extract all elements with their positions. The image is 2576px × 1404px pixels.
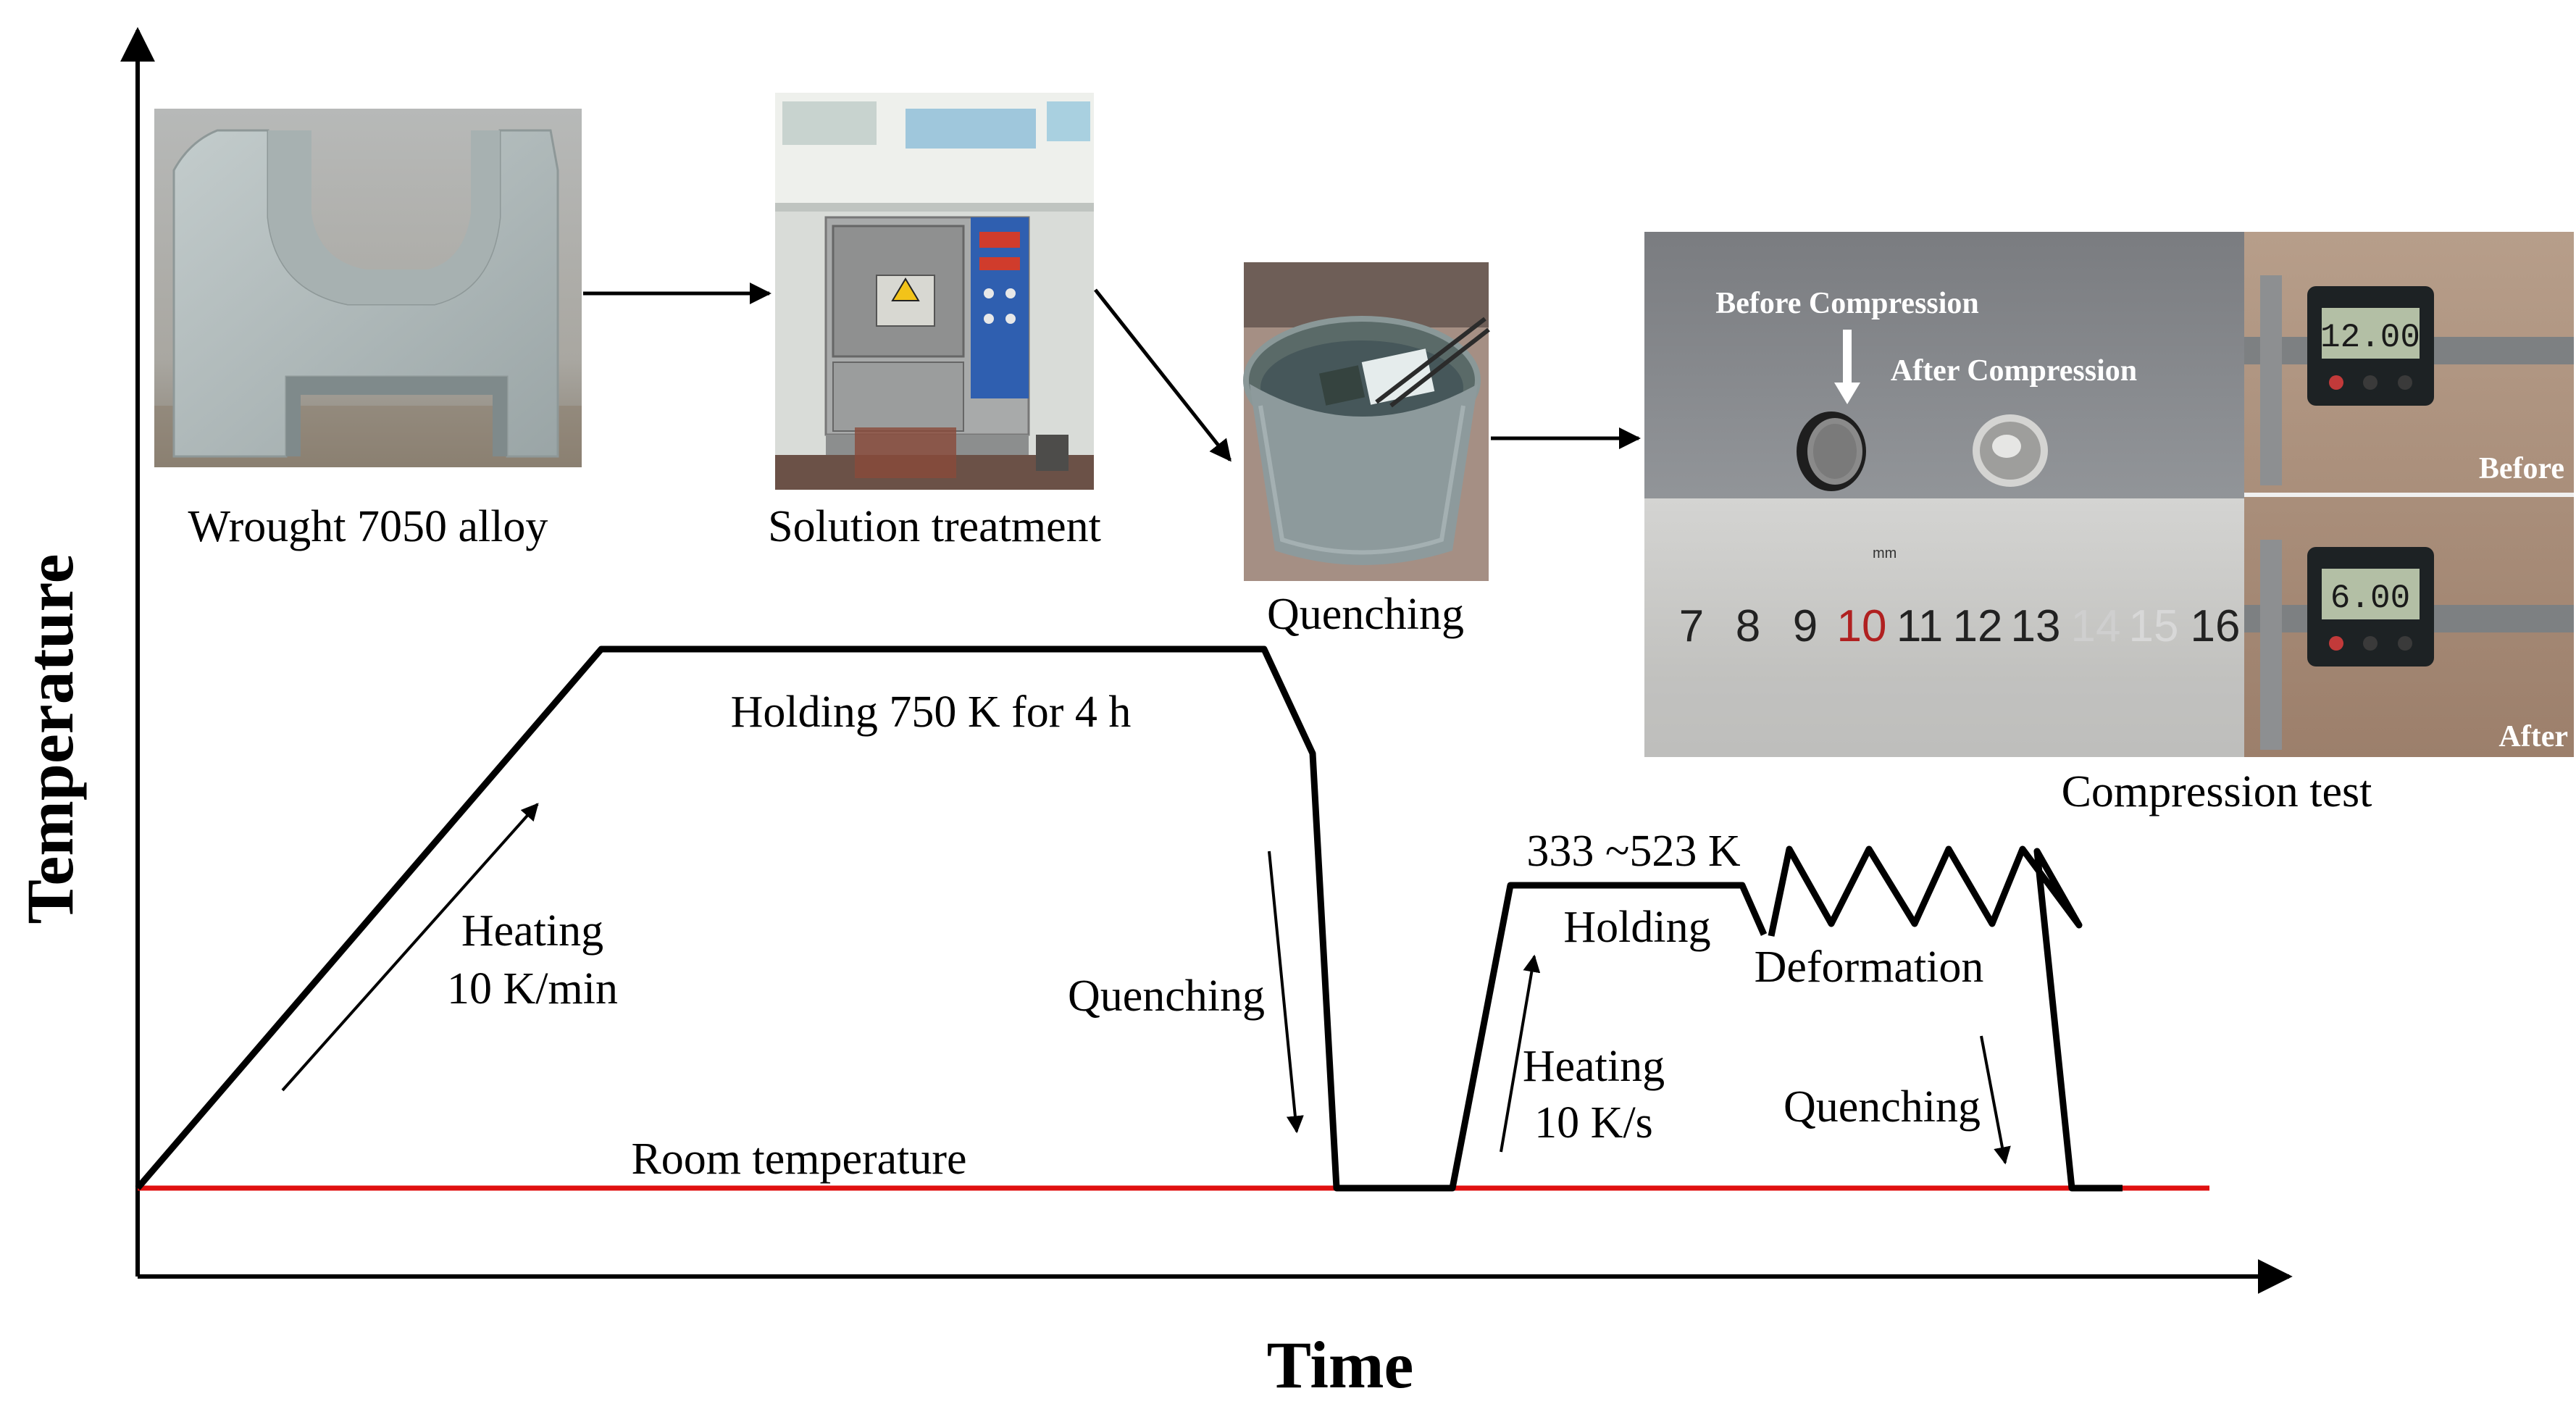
caliper-after: 6.00 After (2244, 540, 2574, 753)
heating-label-1: Heating (461, 906, 603, 956)
heating-label-2: Heating (1523, 1042, 1665, 1091)
photo-compression-test: Before Compression After Compression mm … (1644, 232, 2574, 816)
quenching-label-1: Quenching (1068, 971, 1265, 1021)
ruler-number: 14 (2071, 601, 2121, 651)
ruler-number: 9 (1793, 601, 1818, 651)
quench-caption: Quenching (1267, 590, 1464, 639)
ruler-number: 10 (1837, 601, 1887, 651)
compression-caption: Compression test (2062, 767, 2372, 816)
final-quench-line (1981, 852, 2036, 1188)
process-arrows (281, 803, 2011, 1165)
caliper-before: 12.00 Before (2244, 275, 2574, 485)
ruler-numbers: 7 8 9 10 11 12 13 14 15 16 (1679, 601, 2241, 651)
deformation-label: Deformation (1755, 943, 1984, 992)
quenching-arrow-2 (1980, 1035, 2011, 1165)
ruler-number: 15 (2129, 601, 2179, 651)
solution-treatment-profile (135, 645, 1768, 1192)
quenching-arrow-1 (1268, 851, 1304, 1134)
heating-arrow-2 (1500, 954, 1541, 1153)
x-axis-label: Time (1267, 1328, 1414, 1402)
caliper-after-tag: After (2498, 720, 2568, 753)
ruler-number: 11 (1897, 601, 1943, 651)
holding-solution-label: Holding 750 K for 4 h (731, 688, 1132, 737)
heating-rate-label-2: 10 K/s (1534, 1098, 1653, 1148)
axes: Time Temperature (13, 27, 2293, 1402)
room-temperature-label: Room temperature (631, 1135, 966, 1184)
alloy-caption: Wrought 7050 alloy (188, 502, 548, 551)
process-labels: Holding 750 K for 4 h Heating 10 K/min Q… (447, 688, 1983, 1184)
warning-sign-icon (891, 277, 920, 301)
caliper-reading-before: 12.00 (2320, 319, 2420, 356)
arrow-furnace-to-quench (1094, 288, 1231, 462)
temperature-range-label: 333 ~523 K (1526, 827, 1741, 876)
after-compression-label: After Compression (1891, 354, 2137, 388)
heating-arrow-1 (281, 803, 539, 1092)
photo-flow-arrows (583, 283, 1641, 462)
photo-wrought-alloy: Wrought 7050 alloy (154, 109, 582, 551)
furnace-caption: Solution treatment (768, 502, 1101, 551)
ruler-unit: mm (1873, 546, 1897, 561)
y-axis-label: Temperature (13, 553, 87, 924)
temperature-profile (135, 645, 2209, 1192)
holding-label-2: Holding (1563, 903, 1710, 952)
deformation-zigzag (1768, 845, 2123, 1192)
photo-quenching: Quenching (1243, 262, 1490, 639)
ruler-number: 12 (1953, 601, 2003, 651)
ruler-number: 13 (2011, 601, 2061, 651)
photo-furnace: Solution treatment (768, 93, 1101, 551)
quenching-label-2: Quenching (1783, 1082, 1981, 1132)
ruler-number: 16 (2191, 601, 2241, 651)
caliper-reading-after: 6.00 (2330, 580, 2410, 617)
before-compression-label: Before Compression (1715, 287, 1979, 320)
ruler-number: 8 (1736, 601, 1760, 651)
ruler-number: 7 (1679, 601, 1704, 651)
heating-rate-label-1: 10 K/min (447, 964, 618, 1014)
caliper-before-tag: Before (2479, 452, 2564, 485)
